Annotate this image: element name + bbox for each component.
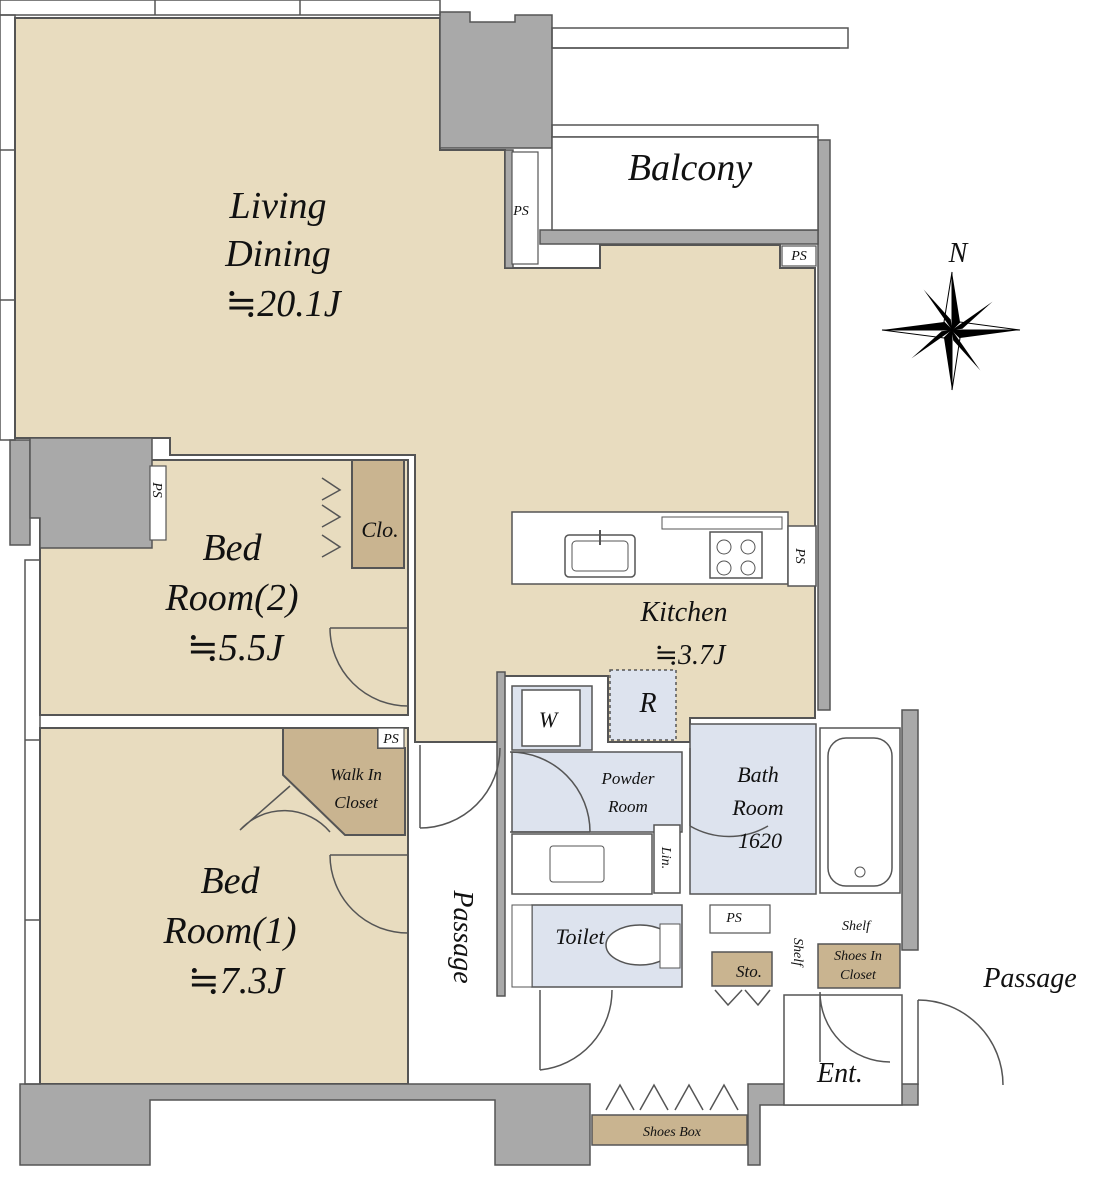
ps-label-a: PS [512,204,529,219]
shoes-closet-label-1: Shoes In [834,949,882,964]
storage [711,951,773,987]
shoes-closet-label-2: Closet [840,968,877,983]
linen-label: Lin. [658,846,673,869]
balcony-label: Balcony [628,147,753,189]
bath-room-size: 1620 [738,828,782,853]
shelf-label: Shelf [842,919,872,934]
powder-room-floor [511,751,683,833]
living-label-1: Living [228,185,326,227]
washer-label: W [539,707,559,732]
walls [9,11,919,1166]
doors [239,477,1004,1111]
shoes-box-label: Shoes Box [643,1125,702,1140]
closet [351,459,405,569]
bedroom-1-label-2: Room(1) [163,910,297,952]
bedroom-1-area: ≒7.3J [188,960,286,1002]
shoes-box [591,1114,748,1146]
bedroom-2-label-1: Bed [202,527,262,569]
ps-label-f: PS [725,911,742,926]
window-frames [0,0,849,1085]
shelf-side-label: Shelf [790,938,805,968]
closet-label: Clo. [361,517,398,542]
passage-outer-label: Passage [982,963,1076,994]
fridge-area [609,669,677,741]
passage-inner-label: Passage [447,889,478,983]
bedroom-2-area: ≒5.5J [187,627,285,669]
fridge-label: R [638,688,656,719]
vanity-sink [511,824,681,895]
ps-label-b: PS [149,481,164,498]
ps-boxes [149,151,817,934]
ps-kitchen [787,525,817,587]
toilet-bowl [511,904,681,988]
entrance-floor [783,994,903,1106]
washer [521,689,581,747]
storage-label: Sto. [736,962,762,981]
balcony [551,136,819,231]
wic-label-2: Closet [334,793,379,812]
bedroom-2-label-2: Room(2) [165,577,299,619]
bath-room-label-1: Bath [737,762,779,787]
toilet-label: Toilet [555,924,605,949]
compass-icon [881,271,1021,391]
bedroom-1-label-1: Bed [200,860,260,902]
powder-room-label-1: Powder [601,769,655,788]
living-label-2: Dining [224,233,331,275]
bathtub [819,727,901,894]
kitchen-area: ≒3.7J [655,640,727,671]
powder-room-label-2: Room [607,797,648,816]
entrance-label: Ent. [816,1058,863,1089]
bath-room-label-2: Room [731,795,783,820]
ps-label-c: PS [792,547,807,564]
compass-north-label: N [948,238,969,269]
wic-label-1: Walk In [330,765,382,784]
ps-label-d: PS [382,732,399,747]
kitchen-label: Kitchen [639,597,727,628]
kitchen-counter [511,511,789,585]
ps-label-e: PS [790,249,807,264]
living-area: ≒20.1J [225,283,342,325]
shoes-in-closet [817,943,901,989]
